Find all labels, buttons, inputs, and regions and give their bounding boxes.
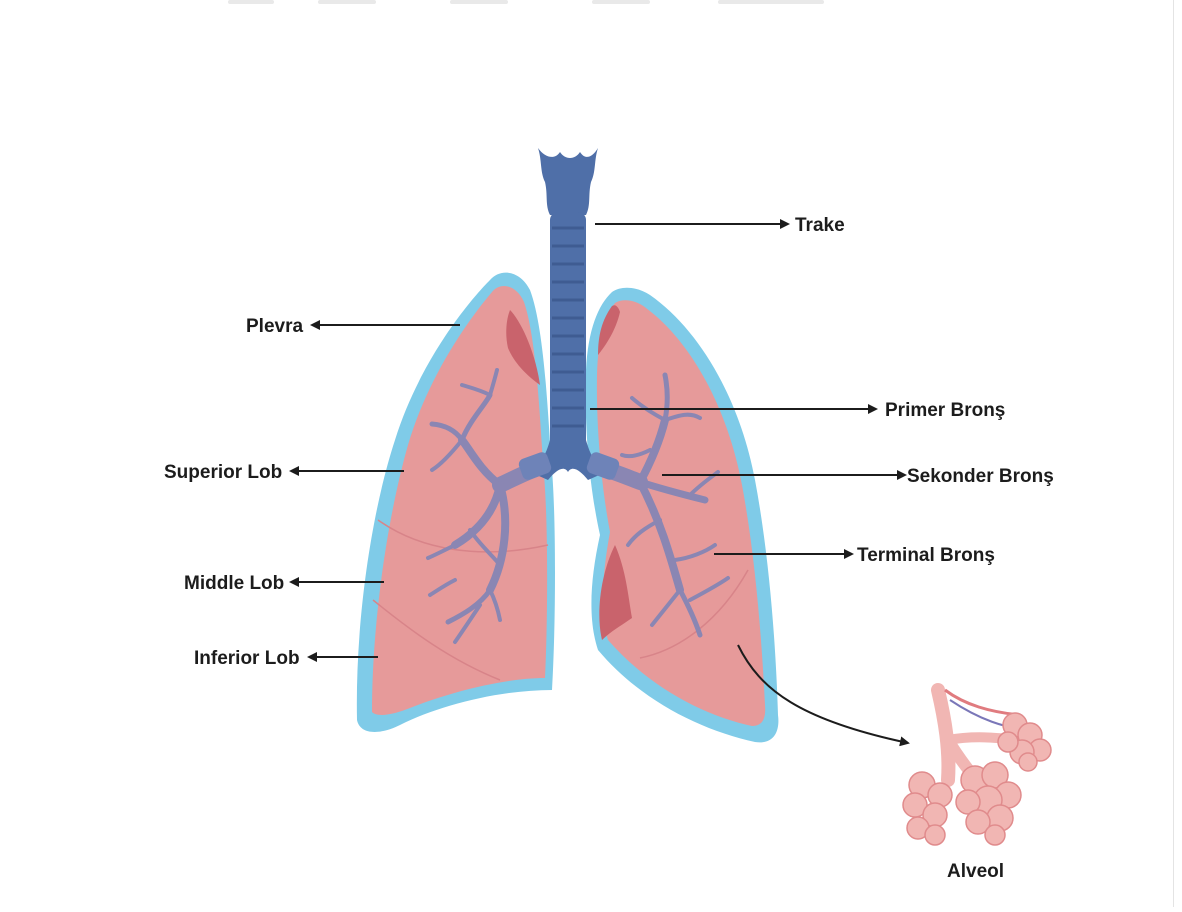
top-edge-mark <box>592 0 650 4</box>
top-edge-mark <box>318 0 376 4</box>
label-primer-bronc: Primer Bronş <box>885 400 1005 421</box>
label-plevra: Plevra <box>246 316 303 337</box>
right-lung <box>586 288 779 743</box>
label-trake: Trake <box>795 215 845 236</box>
top-edge-mark <box>228 0 274 4</box>
top-edge-mark <box>450 0 508 4</box>
top-edge-mark <box>718 0 824 4</box>
left-lung <box>357 273 555 732</box>
larynx <box>538 148 598 215</box>
label-sekonder-bronc: Sekonder Bronş <box>907 466 1054 487</box>
label-alveol: Alveol <box>947 861 1004 882</box>
label-inferior-lob: Inferior Lob <box>194 648 300 669</box>
label-terminal-bronc: Terminal Bronş <box>857 545 995 566</box>
label-middle-lob: Middle Lob <box>184 573 284 594</box>
frame-border <box>1173 0 1174 907</box>
alveoli-illustration <box>903 690 1051 845</box>
label-superior-lob: Superior Lob <box>164 462 282 483</box>
